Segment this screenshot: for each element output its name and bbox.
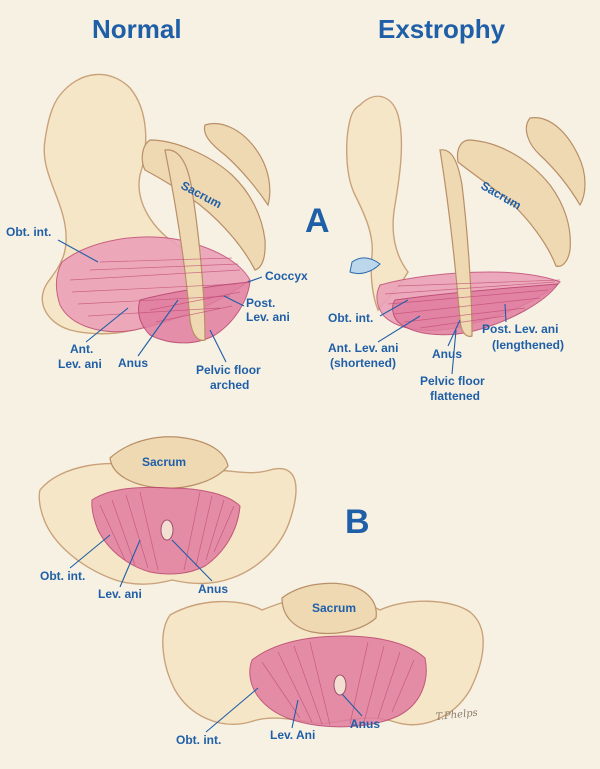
spine-normal	[203, 123, 271, 207]
anus-b-normal	[160, 519, 174, 541]
rectum-exstrophy	[439, 149, 473, 337]
artist-signature: T.Phelps	[435, 708, 478, 723]
label-anus-a-exstrophy: Anus	[432, 347, 462, 361]
leader-anus-a-normal	[137, 299, 179, 357]
panel-b-normal-illustration	[38, 436, 297, 585]
hip-bone-exstrophy	[346, 95, 409, 312]
leader-lev-ani-b-exstrophy	[291, 699, 299, 729]
label-lev-ani-b-normal: Lev. ani	[98, 587, 142, 601]
sacrum-b-exstrophy	[281, 582, 377, 635]
label-anus-a-normal: Anus	[118, 356, 148, 370]
label-pelvic-floor-a-exstrophy-1: Pelvic floor	[420, 374, 485, 388]
label-obt-int-a-exstrophy: Obt. int.	[328, 311, 373, 325]
leader-ant-lev-ani-a-exstrophy	[377, 315, 421, 343]
leader-anus-a-exstrophy	[447, 319, 461, 347]
label-sacrum-b-normal: Sacrum	[142, 455, 186, 469]
label-obt-int-b-normal: Obt. int.	[40, 569, 85, 583]
label-post-lev-ani-a-normal-1: Post.	[246, 296, 275, 310]
label-ant-lev-ani-a-exstrophy-2: (shortened)	[330, 356, 396, 370]
leader-anus-b-exstrophy	[341, 693, 363, 717]
panel-label-b: B	[345, 503, 370, 541]
leader-obt-int-b-normal	[69, 534, 111, 569]
panel-b-normal-labels: Sacrum Obt. int. Lev. ani Anus	[40, 455, 228, 601]
label-post-lev-ani-a-normal-2: Lev. ani	[246, 310, 290, 324]
spine-exstrophy	[525, 117, 586, 207]
label-ant-lev-ani-a-normal-2: Lev. ani	[58, 357, 102, 371]
leader-obt-int-a-exstrophy	[379, 299, 409, 317]
label-pelvic-floor-a-exstrophy-2: flattened	[430, 389, 480, 403]
leader-pelvic-floor-a-normal	[209, 329, 227, 363]
leader-post-lev-ani-a-exstrophy	[504, 303, 507, 323]
label-anus-b-normal: Anus	[198, 582, 228, 596]
panel-b-exstrophy-illustration	[162, 582, 484, 728]
muscle-fibers-exstrophy	[384, 279, 561, 329]
muscle-fibers-b-normal	[99, 491, 235, 571]
title-exstrophy: Exstrophy	[378, 14, 506, 44]
panel-b-exstrophy-labels: Sacrum Obt. int. Lev. Ani Anus	[176, 601, 380, 747]
rectum-normal	[164, 149, 206, 341]
leader-post-lev-ani-a-normal	[223, 295, 245, 307]
panel-a-exstrophy-labels: Sacrum Obt. int. Post. Lev. ani (lengthe…	[328, 178, 564, 403]
anus-b-exstrophy	[333, 674, 347, 696]
label-ant-lev-ani-a-exstrophy-1: Ant. Lev. ani	[328, 341, 398, 355]
label-obt-int-b-exstrophy: Obt. int.	[176, 733, 221, 747]
leader-obt-int-a-normal	[57, 239, 99, 263]
leader-coccyx-a-normal	[247, 276, 263, 283]
leader-obt-int-b-exstrophy	[205, 687, 259, 733]
label-anus-b-exstrophy: Anus	[350, 717, 380, 731]
title-normal: Normal	[92, 14, 182, 44]
label-lev-ani-b-exstrophy: Lev. Ani	[270, 728, 315, 742]
label-post-lev-ani-a-exstrophy-2: (lengthened)	[492, 338, 564, 352]
label-post-lev-ani-a-exstrophy-1: Post. Lev. ani	[482, 322, 558, 336]
panel-a-exstrophy-illustration	[346, 95, 586, 337]
label-ant-lev-ani-a-normal-1: Ant.	[70, 342, 93, 356]
leader-pelvic-floor-a-exstrophy	[451, 329, 457, 375]
label-pelvic-floor-a-normal-2: arched	[210, 378, 249, 392]
sacrum-b-normal	[109, 436, 229, 489]
label-pelvic-floor-a-normal-1: Pelvic floor	[196, 363, 261, 377]
label-coccyx-a-normal: Coccyx	[265, 269, 308, 283]
muscle-fibers-b-exstrophy	[261, 641, 415, 726]
leader-ant-lev-ani-a-normal	[85, 307, 129, 343]
muscle-fibers-normal	[69, 257, 241, 323]
panel-label-a: A	[305, 202, 330, 240]
panel-a-normal-illustration	[41, 73, 271, 344]
leader-lev-ani-b-normal	[119, 539, 141, 588]
leader-anus-b-normal	[171, 539, 213, 582]
label-obt-int-a-normal: Obt. int.	[6, 225, 51, 239]
sacrum-exstrophy	[456, 139, 571, 267]
label-sacrum-b-exstrophy: Sacrum	[312, 601, 356, 615]
pubic-gap-exstrophy	[349, 257, 381, 275]
